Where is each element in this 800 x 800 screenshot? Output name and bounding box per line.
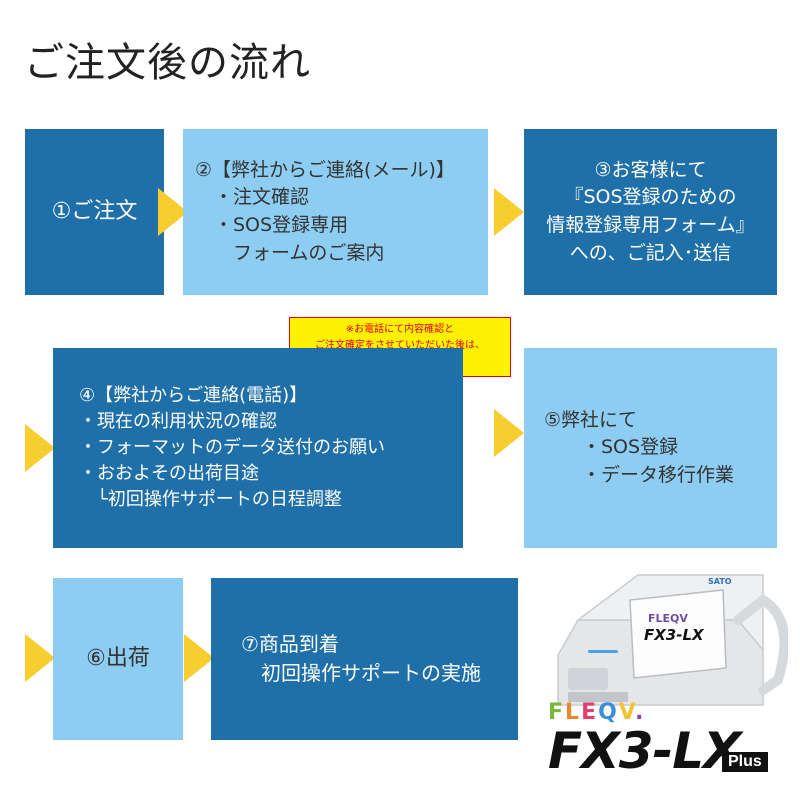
screen-model-text: FX3-LX [644,626,705,644]
step-7-line: 初回操作サポートの実施 [241,661,481,685]
step-7-line: ⑦商品到着 [241,632,339,656]
step-4-line: ・現在の利用状況の確認 [79,410,277,432]
flow-arrow-6 [184,634,214,682]
brand-letter: E [581,700,599,725]
flow-arrow-4 [494,409,524,457]
step-5-line: ⑤弊社にて [544,408,638,431]
step-5-line: ・SOS登録 [544,436,679,459]
flow-arrow-5 [25,634,55,682]
step-5-company-work-box: ⑤弊社にて ・SOS登録 ・データ移行作業 [524,348,777,548]
step-2-line: フォームのご案内 [195,241,385,264]
step-1-order-box: ①ご注文 [25,129,164,295]
notice-line: ※お電話にて内容確認と [345,324,455,335]
step-6-text: ⑥出荷 [86,646,150,672]
device-logo-text: SATO [708,577,732,586]
product-model-name: FX3-LX [548,722,742,780]
flow-arrow-3 [25,424,55,472]
step-6-shipping-box: ⑥出荷 [53,578,183,740]
step-4-line: ・おおよその出荷目途 [79,463,259,485]
step-7-arrival-box: ⑦商品到着 初回操作サポートの実施 [211,578,518,740]
step-4-line: └初回操作サポートの日程調整 [79,489,342,511]
step-3-line: への、ご記入･送信 [569,241,732,264]
step-3-line: 『SOS登録のための [564,186,737,209]
step-2-line: ・注文確認 [195,186,310,209]
screen-brand-text: FLEQV [648,612,688,625]
page-title: ご注文後の流れ [24,40,311,86]
step-3-customer-form-box: ③お客様にて 『SOS登録のための 情報登録専用フォーム』 への、ご記入･送信 [524,129,777,295]
brand-letter: . [635,700,646,725]
printer-product-image: FLEQV FX3-LX SATO [557,574,788,706]
brand-logo: FLEQV. [548,700,645,725]
brand-letter: F [548,700,566,725]
product-plus-badge: Plus [722,752,768,772]
step-2-line: ・SOS登録専用 [195,214,349,236]
notice-line: ご注文確定をさせていただいた後は、 [315,339,485,351]
flow-arrow-2 [494,188,524,236]
step-3-line: 情報登録専用フォーム』 [546,214,755,236]
step-4-line: ・フォーマットのデータ送付のお願い [79,436,385,458]
brand-letter: L [565,700,582,725]
step-2-email-contact-box: ②【弊社からご連絡(メール)】 ・注文確認 ・SOS登録専用 フォームのご案内 [183,129,488,295]
step-2-line: ②【弊社からご連絡(メール)】 [195,158,455,181]
step-4-phone-contact-box: ④【弊社からご連絡(電話)】 ・現在の利用状況の確認 ・フォーマットのデータ送付… [53,348,463,548]
step-1-text: ①ご注文 [51,199,138,225]
step-5-line: ・データ移行作業 [544,463,735,486]
brand-letter: Q [598,700,619,725]
step-4-line: ④【弊社からご連絡(電話)】 [79,384,308,406]
brand-letter: V [618,700,635,725]
step-3-line: ③お客様にて [594,158,707,181]
